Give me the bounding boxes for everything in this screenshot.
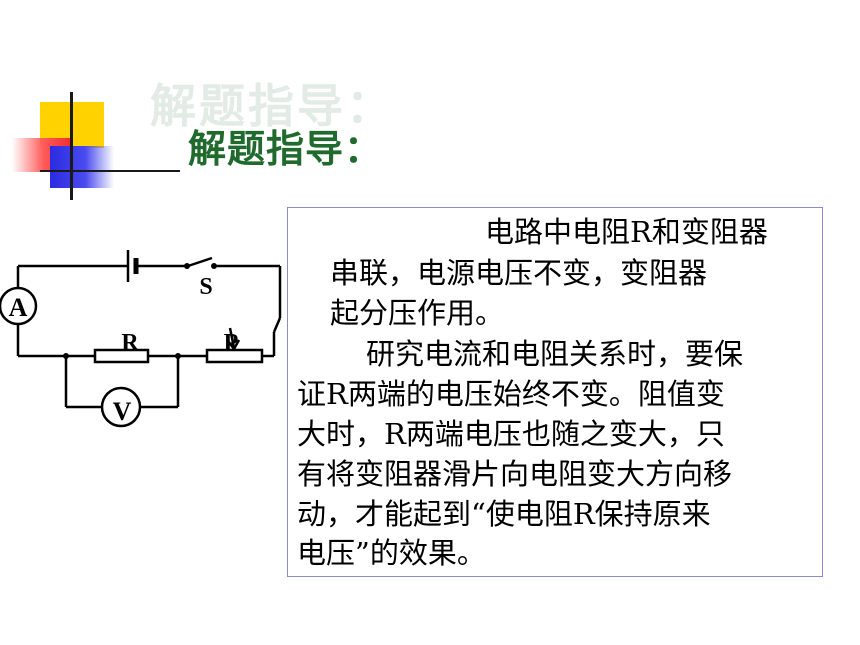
- resistor-label: R: [121, 330, 139, 356]
- junction-right: [175, 353, 181, 359]
- switch-contact-right: [211, 263, 217, 269]
- switch-label: S: [199, 274, 212, 300]
- decor-vertical-line: [70, 92, 73, 200]
- text-line-5: 证R两端的电压始终不变。阻值变: [297, 377, 725, 411]
- text-line-2: 串联，电源电压不变，变阻器: [330, 256, 708, 290]
- junction-left: [63, 353, 69, 359]
- circuit-diagram: A S R P V: [0, 250, 282, 428]
- title-shadow: 解题指导：: [150, 79, 395, 133]
- text-line-8: 动，才能起到“使电阻R保持原来: [297, 497, 711, 531]
- explanation-box: [287, 207, 823, 577]
- decor-blue-square: [50, 146, 114, 188]
- rheostat-slider: [228, 327, 236, 349]
- rheostat-label: P: [224, 330, 239, 356]
- rheostat-slider-arrowhead: [227, 339, 241, 352]
- switch-contact-left: [184, 263, 190, 269]
- wire-right-diagonal: [272, 317, 282, 333]
- decor-horizontal-line: [40, 170, 180, 172]
- voltmeter-label: V: [113, 397, 132, 426]
- text-line-6: 大时，R两端电压也随之变大，只: [297, 417, 725, 451]
- text-line-4: 研究电流和电阻关系时，要保: [366, 337, 744, 371]
- ammeter-circle: [0, 286, 38, 326]
- voltmeter-circle: [100, 386, 142, 428]
- ammeter-label: A: [9, 293, 28, 322]
- text-line-9: 电压”的效果。: [297, 536, 486, 570]
- text-line-1: 电路中电阻R和变阻器: [485, 215, 768, 249]
- text-line-3: 起分压作用。: [330, 296, 505, 330]
- text-line-7: 有将变阻器滑片向电阻变大方向移: [297, 457, 733, 491]
- slide-title: 解题指导：: [188, 127, 384, 171]
- switch-blade: [187, 256, 213, 268]
